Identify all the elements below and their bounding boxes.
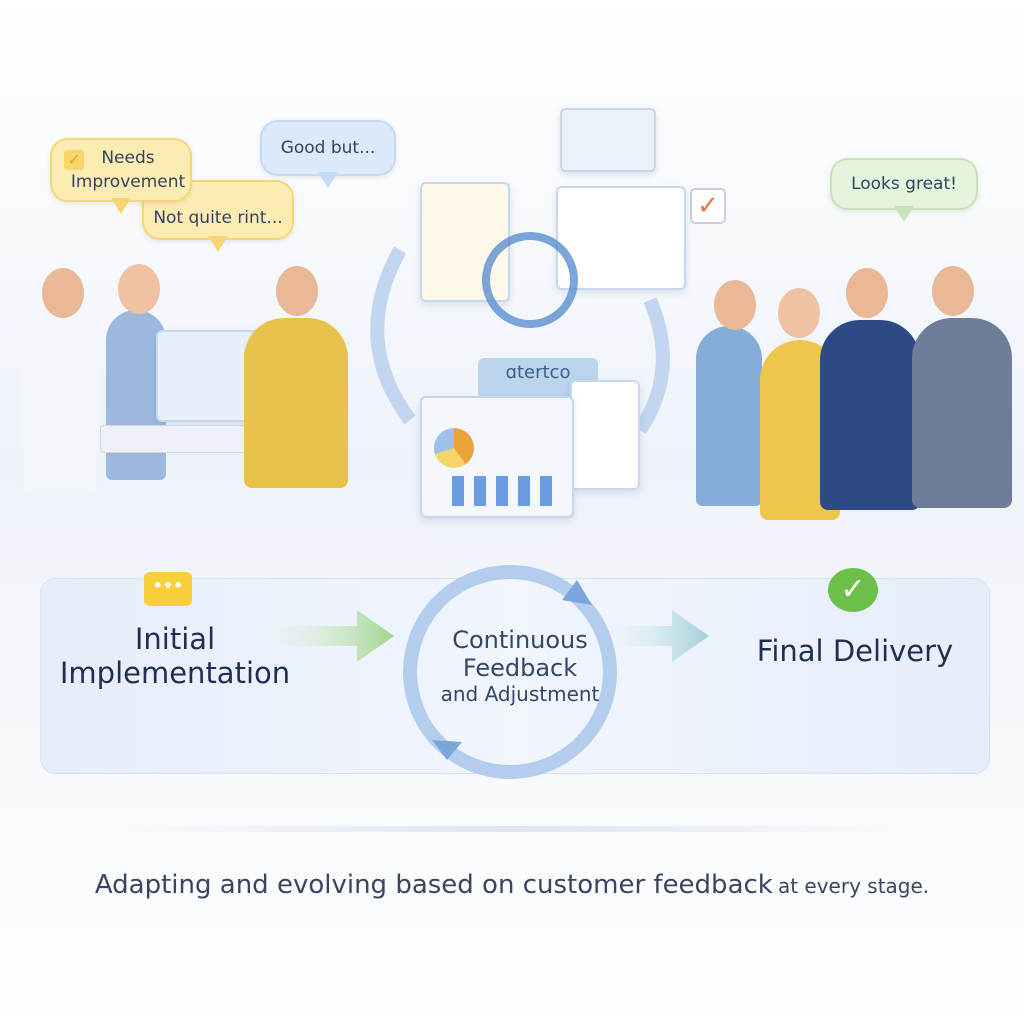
person xyxy=(22,310,98,490)
needs-improvement-bubble: ✓ Needs Improvement xyxy=(50,138,192,214)
stage-continuous: Continuous Feedback and Adjustment xyxy=(440,626,600,706)
flow-band xyxy=(40,578,990,774)
caption: Adapting and evolving based on customer … xyxy=(94,870,930,900)
stage-final: Final Delivery xyxy=(756,634,954,668)
chart-icon xyxy=(556,186,686,290)
person-head xyxy=(118,264,160,314)
check-icon: ✓ xyxy=(690,188,726,224)
person-head xyxy=(42,268,84,318)
person xyxy=(696,326,762,506)
stage-initial: Initial Implementation xyxy=(59,622,291,690)
check-circle-icon: ✓ xyxy=(828,568,878,612)
pie-chart xyxy=(434,428,474,468)
person xyxy=(244,318,348,488)
person xyxy=(820,320,920,510)
looks-great-bubble: Looks great! xyxy=(830,158,978,222)
flow-arrows xyxy=(262,610,709,662)
good-but-bubble: Good but... xyxy=(260,120,396,188)
report-card xyxy=(570,380,640,490)
cycle-arrows-icon xyxy=(403,565,617,779)
bar-chart xyxy=(452,476,552,506)
cycle-arrows-icon xyxy=(370,232,670,434)
person-head xyxy=(714,280,756,330)
person-head xyxy=(846,268,888,318)
person-head xyxy=(276,266,318,316)
folder: ɑtertco xyxy=(478,358,598,398)
divider xyxy=(120,826,900,832)
check-icon: ✓ xyxy=(64,150,84,170)
person-head xyxy=(932,266,974,316)
person-head xyxy=(778,288,820,338)
dashboard-card xyxy=(420,396,574,518)
document-card xyxy=(560,108,656,172)
chat-icon: ••• xyxy=(144,572,192,606)
person xyxy=(912,318,1012,508)
